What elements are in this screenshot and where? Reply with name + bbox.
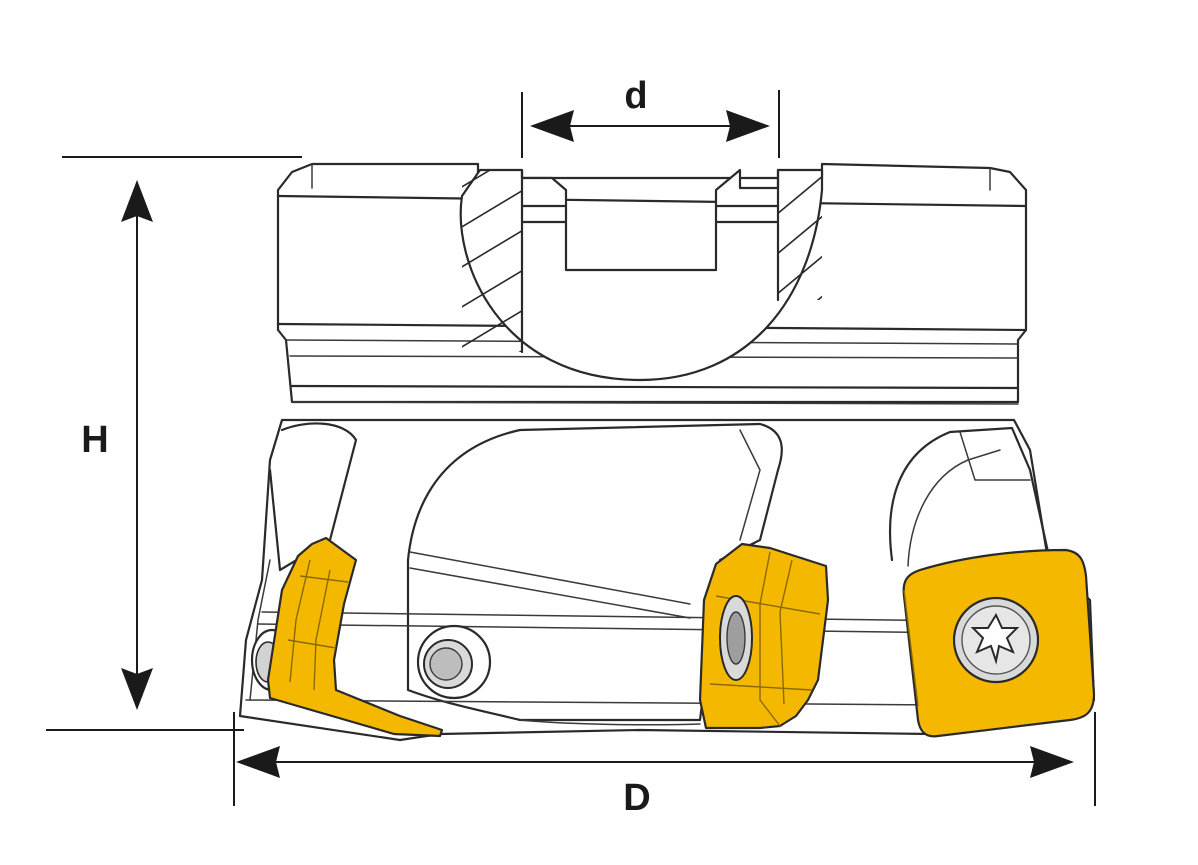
insert-center: [698, 542, 830, 730]
chip-pocket-right: [888, 426, 1050, 562]
dimension-h-label: H: [81, 419, 108, 461]
section-hatch-right: [778, 170, 822, 300]
dimension-d: d: [521, 75, 780, 158]
insert-left-body: [266, 536, 444, 738]
arrow-d-right: [726, 110, 770, 142]
chip-pocket-left: [268, 422, 358, 572]
dimension-d-label: d: [624, 75, 647, 117]
insert-center-body: [698, 542, 830, 730]
arrow-d-left: [530, 110, 574, 142]
arrow-D-left: [236, 746, 280, 778]
insert-left: [266, 536, 444, 738]
arrow-h-top: [121, 180, 153, 222]
clamp-screw-icon: [416, 624, 492, 700]
hub-groove-top: [276, 194, 1028, 208]
chip-pocket-center: [406, 422, 783, 722]
dimension-D-label: D: [623, 777, 650, 819]
dimension-h: H: [46, 156, 302, 731]
arrow-D-right: [1030, 746, 1074, 778]
torx-star-icon: [970, 612, 1020, 665]
arrow-h-bottom: [121, 668, 153, 710]
torx-screw-center-icon: [719, 595, 753, 681]
insert-right: [902, 548, 1096, 738]
torx-screw-icon: [952, 596, 1040, 684]
dimension-D: D: [233, 712, 1096, 819]
section-hatch-left: [462, 170, 522, 352]
